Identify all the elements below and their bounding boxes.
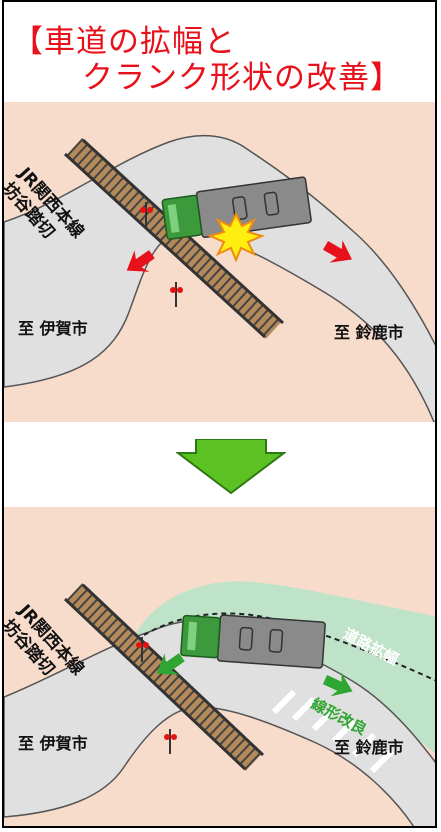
figure-title: 【車道の拡幅と クランク形状の改善】 (4, 2, 435, 102)
before-diagram: JR関西本線 坊谷踏切 至 伊賀市 至 鈴鹿市 (4, 102, 435, 422)
railway-track (63, 583, 265, 771)
alignment-hatch (271, 689, 395, 774)
railway-signal-icon (136, 637, 149, 662)
travel-arrow-right (323, 240, 352, 263)
title-line-1: 【車道の拡幅と (12, 24, 236, 60)
road (4, 134, 435, 422)
right-destination-label: 至 鈴鹿市 (334, 323, 404, 342)
truck-icon (161, 176, 312, 240)
down-arrow-icon (176, 439, 286, 495)
title-line-2: クランク形状の改善】 (82, 60, 402, 96)
after-diagram-svg: JR関西本線 坊谷踏切 道路拡幅 線形改良 至 伊賀市 至 鈴鹿市 (4, 507, 435, 826)
travel-arrow-left (126, 250, 155, 272)
collision-burst-icon (207, 211, 265, 263)
left-destination-label: 至 伊賀市 (18, 319, 88, 338)
railway-signal-icon-2 (164, 729, 177, 754)
railway-signal-icon (140, 202, 153, 227)
after-diagram: JR関西本線 坊谷踏切 道路拡幅 線形改良 至 伊賀市 至 鈴鹿市 (4, 507, 435, 826)
truck-icon (180, 614, 326, 669)
before-diagram-svg: JR関西本線 坊谷踏切 至 伊賀市 至 鈴鹿市 (4, 102, 435, 422)
road (4, 619, 435, 826)
railway-signal-icon-2 (170, 282, 183, 307)
right-destination-label: 至 鈴鹿市 (334, 738, 404, 757)
travel-arrow-right (322, 672, 353, 697)
left-destination-label: 至 伊賀市 (18, 734, 88, 753)
travel-arrow-left (156, 653, 185, 675)
